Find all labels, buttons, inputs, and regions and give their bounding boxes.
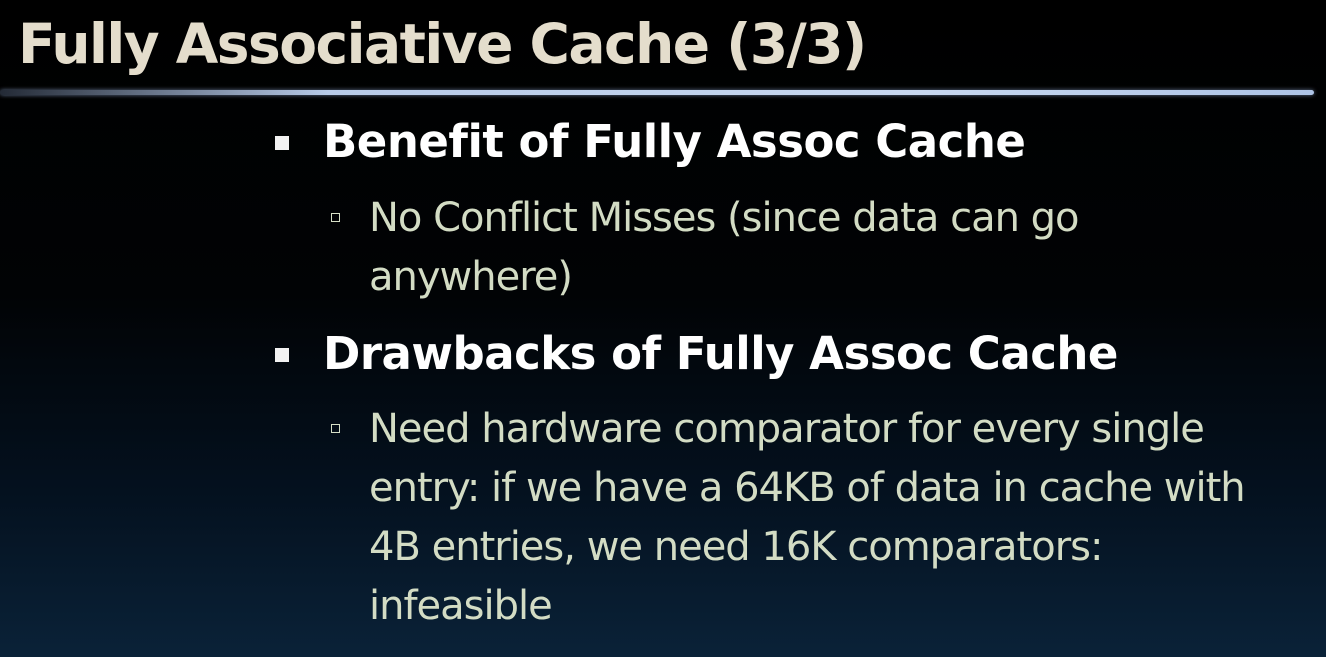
bullet-drawbacks-text: Drawbacks of Fully Assoc Cache [323, 327, 1118, 380]
sub-bullet-comparators: Need hardware comparator for every singl… [331, 400, 1291, 636]
sub-bullet-no-conflict-misses: No Conflict Misses (since data can go an… [331, 189, 1291, 307]
square-bullet-icon [275, 348, 289, 362]
slide-title: Fully Associative Cache (3/3) [18, 12, 867, 76]
bullet-drawbacks: Drawbacks of Fully Assoc Cache [275, 324, 1315, 384]
sub-bullet-no-conflict-misses-text: No Conflict Misses (since data can go an… [369, 195, 1080, 300]
bullet-benefit-text: Benefit of Fully Assoc Cache [323, 115, 1026, 168]
bullet-benefit: Benefit of Fully Assoc Cache [275, 112, 1315, 172]
square-bullet-icon [275, 136, 289, 150]
title-divider [0, 90, 1314, 95]
sub-bullet-comparators-text: Need hardware comparator for every singl… [369, 406, 1246, 629]
hollow-square-bullet-icon [331, 213, 340, 222]
hollow-square-bullet-icon [331, 424, 340, 433]
